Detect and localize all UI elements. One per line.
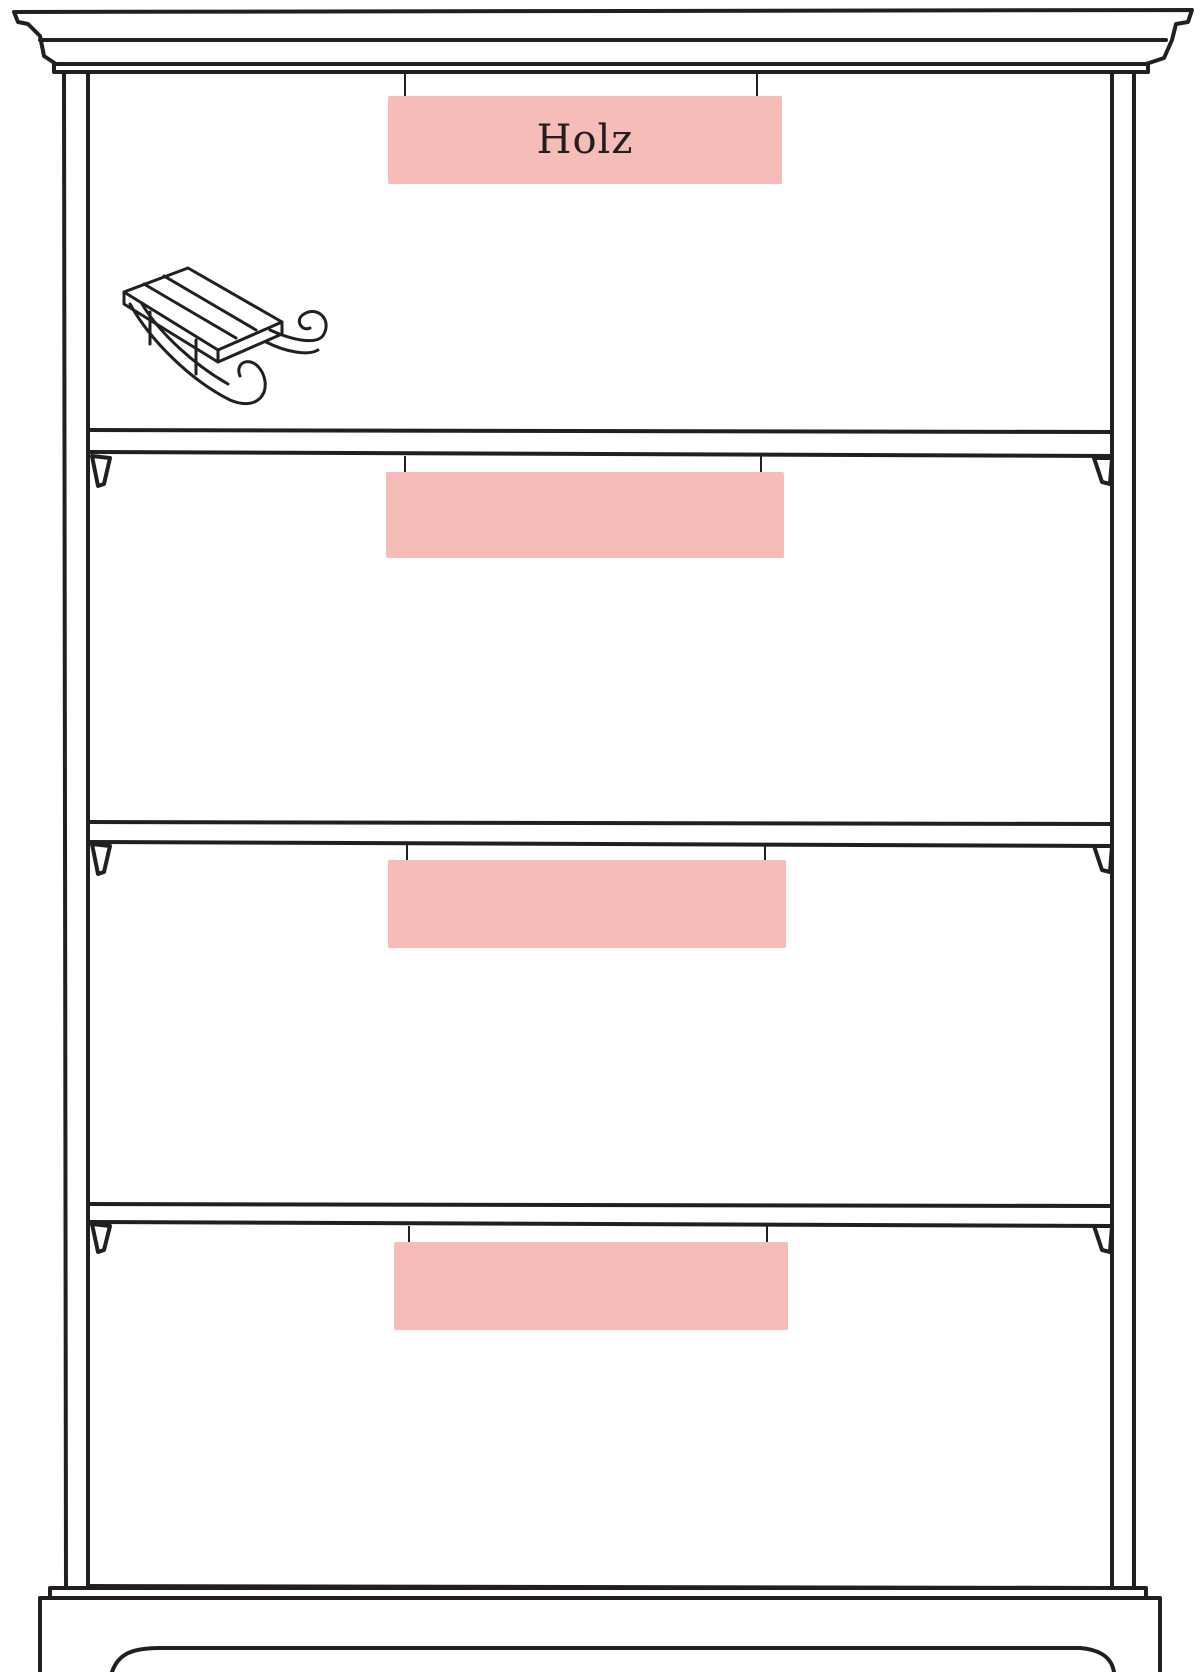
- cornice: [14, 10, 1192, 72]
- base: [40, 1586, 1160, 1672]
- sled-icon: [124, 268, 326, 404]
- shelf-sign-1: Holz: [388, 96, 782, 184]
- shelf-sign-4[interactable]: [394, 1242, 788, 1330]
- shelf-sign-3[interactable]: [388, 860, 786, 948]
- shelf-sign-label-1: Holz: [537, 117, 634, 163]
- shelf-sign-2[interactable]: [386, 472, 784, 558]
